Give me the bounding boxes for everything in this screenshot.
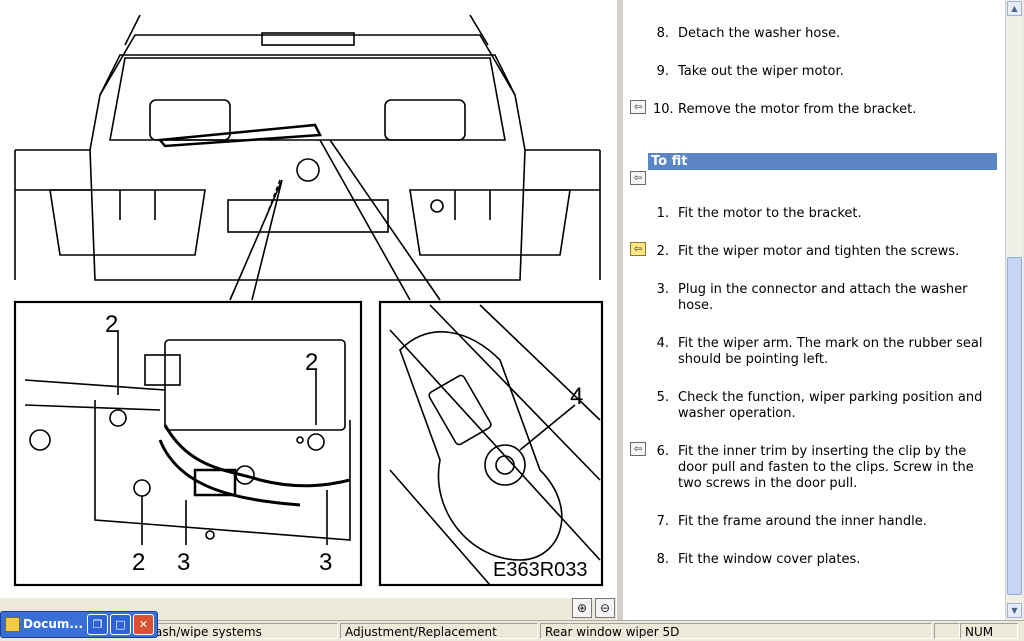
instructions-pane: 8. Detach the washer hose. 9. Take out t… [623, 0, 1005, 620]
status-num-lock: NUM [960, 623, 1018, 639]
step-number: 10. [653, 102, 674, 117]
rear-wiper-diagram: 2 2 2 3 3 4 E363R033 [13, 14, 604, 587]
step-number: 9. [656, 64, 669, 79]
step-text: Remove the motor from the bracket. [678, 102, 917, 117]
figure-code: E363R033 [493, 559, 588, 581]
callout-2-top-left: 2 [105, 311, 118, 338]
callout-3-left: 3 [177, 549, 190, 576]
step-number: 8. [656, 552, 669, 567]
callout-3-right: 3 [319, 549, 332, 576]
figure-link-icon[interactable]: ⇦ [630, 100, 646, 114]
scrollbar-thumb[interactable] [1007, 257, 1022, 595]
step-number: 5. [656, 390, 669, 405]
step-number: 7. [656, 514, 669, 529]
taskbar-window-button[interactable]: Docum... ❐ □ ✕ [0, 611, 158, 638]
status-section: ash/wipe systems [150, 623, 338, 639]
illustration-pane: 2 2 2 3 3 4 E363R033 [0, 0, 617, 598]
step-number: 2. [656, 244, 669, 259]
status-bar: ash/wipe systems Adjustment/Replacement … [0, 620, 1024, 641]
zoom-in-icon[interactable]: ⊕ [572, 598, 592, 618]
callout-2-top-right: 2 [305, 349, 318, 376]
step-text: Fit the wiper arm. The mark on the rubbe… [678, 336, 983, 367]
app-icon [5, 617, 20, 632]
figure-link-icon-active[interactable]: ⇦ [630, 242, 646, 256]
taskbar-window-title: Docum... [23, 617, 84, 631]
step-number: 4. [656, 336, 669, 351]
step-text: Fit the wiper motor and tighten the scre… [678, 244, 960, 259]
step-number: 3. [656, 282, 669, 297]
step-number: 6. [656, 444, 669, 459]
step-text: Fit the window cover plates. [678, 552, 861, 567]
section-heading-to-fit: To fit [648, 153, 997, 170]
restore-icon[interactable]: ❐ [87, 614, 108, 635]
step-text: Check the function, wiper parking positi… [678, 390, 983, 421]
step-text: Detach the washer hose. [678, 26, 841, 41]
callout-4: 4 [570, 383, 583, 410]
close-icon[interactable]: ✕ [133, 614, 154, 635]
scroll-up-icon[interactable]: ▲ [1007, 1, 1022, 16]
zoom-out-icon[interactable]: ⊖ [595, 598, 615, 618]
step-text: Plug in the connector and attach the was… [678, 282, 968, 313]
step-text: Fit the motor to the bracket. [678, 206, 862, 221]
step-number: 8. [656, 26, 669, 41]
step-text: Fit the inner trim by inserting the clip… [678, 444, 974, 491]
step-number: 1. [656, 206, 669, 221]
figure-link-icon[interactable]: ⇦ [630, 442, 646, 456]
status-empty-cell [934, 623, 960, 639]
status-topic: Rear window wiper 5D [540, 623, 932, 639]
maximize-icon[interactable]: □ [110, 614, 131, 635]
figure-link-icon[interactable]: ⇦ [630, 171, 646, 185]
step-text: Take out the wiper motor. [678, 64, 844, 79]
vertical-scrollbar[interactable]: ▲ ▼ [1005, 0, 1023, 620]
status-operation: Adjustment/Replacement [340, 623, 538, 639]
callout-2-bottom: 2 [132, 549, 145, 576]
scroll-down-icon[interactable]: ▼ [1007, 603, 1022, 618]
step-text: Fit the frame around the inner handle. [678, 514, 927, 529]
